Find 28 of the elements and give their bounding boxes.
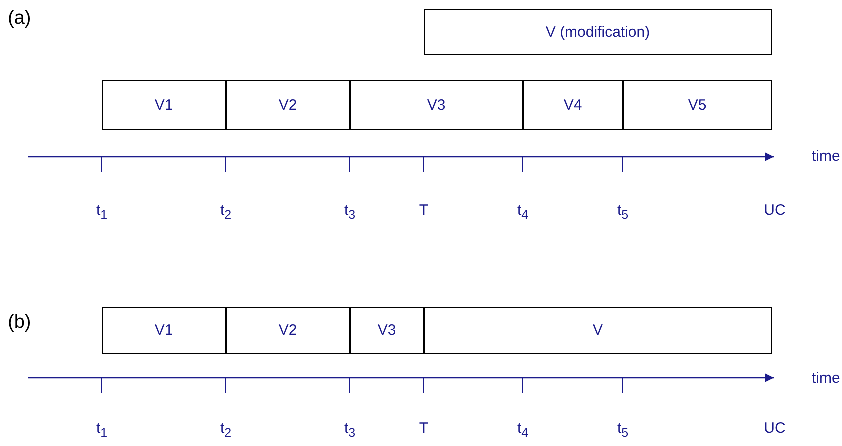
tick-label: t$_{1}$ bbox=[96, 420, 108, 440]
period-box: V1 bbox=[102, 80, 226, 130]
period-box: V3 bbox=[350, 307, 424, 354]
period-box: V1 bbox=[102, 307, 226, 354]
tick-label: UC bbox=[764, 420, 786, 437]
panel-label: (b) bbox=[8, 312, 32, 334]
tick-label: t$_{4}$ bbox=[517, 202, 529, 222]
tick-label: UC bbox=[764, 202, 786, 219]
tick-label: t$_{5}$ bbox=[617, 202, 629, 222]
tick-label: t$_{2}$ bbox=[220, 202, 232, 222]
tick-label: t$_{4}$ bbox=[517, 420, 529, 440]
tick-label: t$_{5}$ bbox=[617, 420, 629, 440]
tick-label: t$_{1}$ bbox=[96, 202, 108, 222]
period-box: V2 bbox=[226, 80, 350, 130]
axis-label: time bbox=[812, 370, 840, 387]
tick-label: T bbox=[419, 420, 429, 437]
period-box: V3 bbox=[350, 80, 523, 130]
period-box: V5 bbox=[623, 80, 772, 130]
panel-label: (a) bbox=[8, 8, 32, 30]
period-box: V (modification) bbox=[424, 9, 772, 55]
tick-label: t$_{3}$ bbox=[344, 420, 356, 440]
axis-label: time bbox=[812, 148, 840, 165]
tick-label: T bbox=[419, 202, 429, 219]
period-box: V4 bbox=[523, 80, 623, 130]
tick-label: t$_{2}$ bbox=[220, 420, 232, 440]
tick-label: t$_{3}$ bbox=[344, 202, 356, 222]
period-box: V2 bbox=[226, 307, 350, 354]
period-box: V bbox=[424, 307, 772, 354]
